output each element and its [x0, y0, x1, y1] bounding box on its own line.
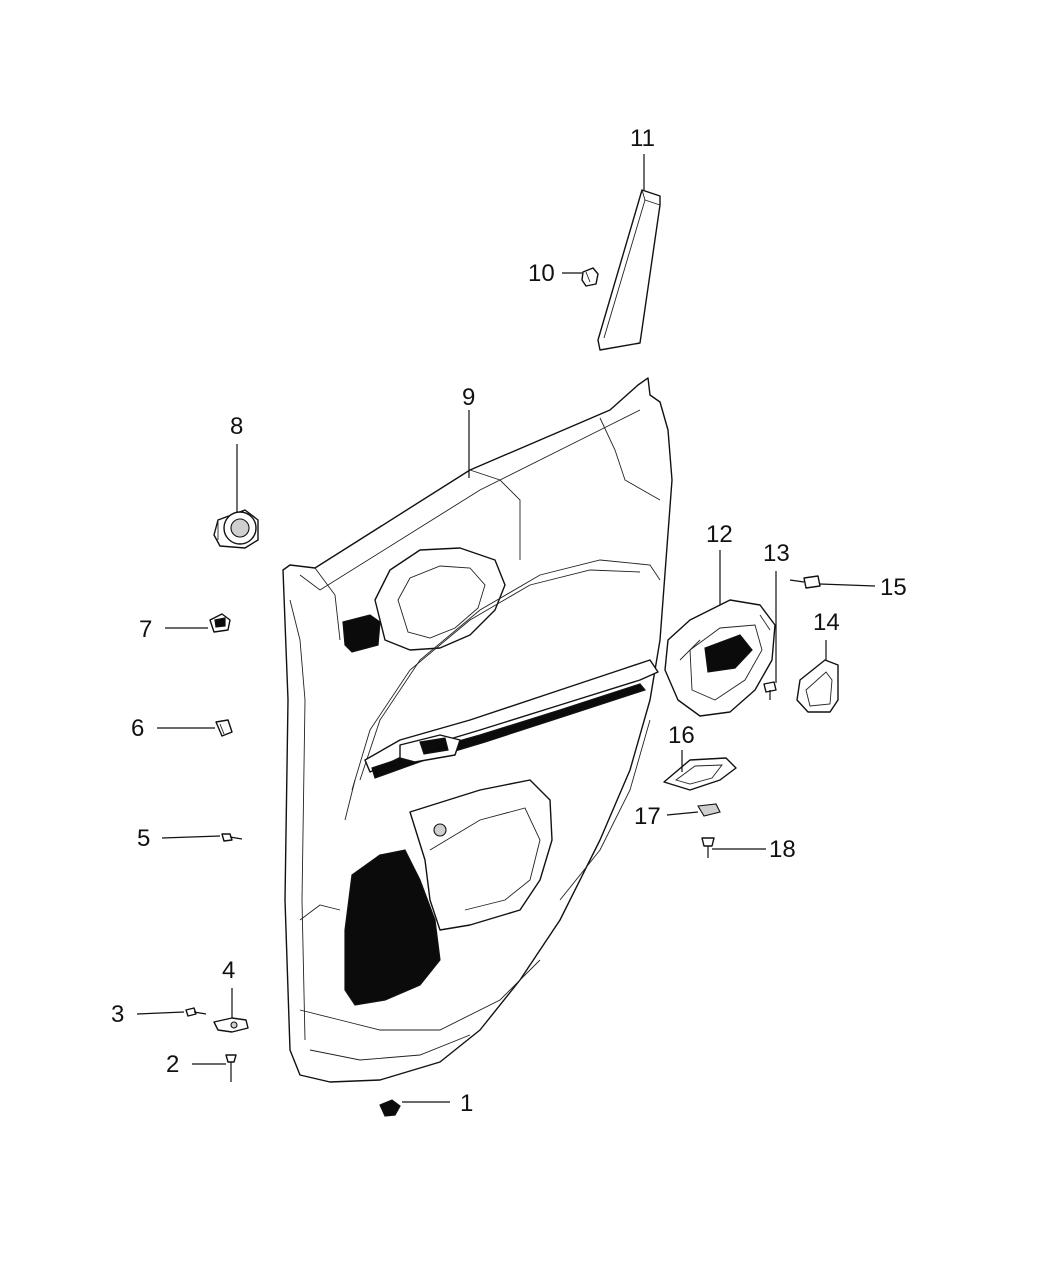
callout-3: 3: [111, 1001, 124, 1028]
callout-14: 14: [813, 609, 840, 636]
part-5-screw[interactable]: [221, 833, 243, 842]
leader-lines: [136, 154, 876, 1103]
part-12-handle-bezel[interactable]: [664, 599, 776, 717]
part-10-clip[interactable]: [581, 267, 599, 287]
part-3-screw[interactable]: [185, 1007, 207, 1017]
callout-12: 12: [706, 521, 733, 548]
leader-15: [819, 583, 876, 587]
callout-18: 18: [769, 836, 796, 863]
callout-11: 11: [630, 125, 655, 152]
part-11-pillar-trim[interactable]: [597, 189, 661, 351]
part-17-clip[interactable]: [697, 803, 721, 817]
part-15-bolt[interactable]: [789, 575, 821, 589]
part-4-bracket[interactable]: [213, 1017, 249, 1033]
callout-13: 13: [763, 540, 790, 567]
callout-15: 15: [880, 574, 907, 601]
callout-6: 6: [131, 715, 144, 742]
leader-17: [666, 811, 699, 816]
part-8-speaker[interactable]: [213, 509, 259, 549]
part-16-pull-cup[interactable]: [663, 757, 737, 791]
callout-10: 10: [528, 260, 555, 287]
callout-1: 1: [460, 1090, 473, 1117]
part-14-cover[interactable]: [796, 659, 839, 713]
leader-3: [136, 1011, 185, 1015]
callout-4: 4: [222, 957, 235, 984]
part-18-screw[interactable]: [701, 837, 715, 858]
part-13-screw[interactable]: [763, 681, 777, 700]
callout-16: 16: [668, 722, 695, 749]
part-1-plug[interactable]: [379, 1099, 401, 1117]
part-7-push-clip[interactable]: [209, 613, 231, 633]
part-2-push-pin[interactable]: [225, 1054, 237, 1082]
callout-2: 2: [166, 1051, 179, 1078]
part-9-door-trim-panel[interactable]: [282, 377, 673, 1083]
part-6-retainer[interactable]: [215, 719, 233, 737]
callout-17: 17: [634, 803, 661, 830]
callout-labels: 1 2 3 4 5 6 7 8 9 10 11 12 13 14 15 16 1…: [111, 125, 907, 1117]
leader-5: [161, 835, 221, 839]
callout-8: 8: [230, 413, 243, 440]
callout-5: 5: [137, 825, 150, 852]
callout-9: 9: [462, 384, 475, 411]
callout-7: 7: [139, 616, 152, 643]
